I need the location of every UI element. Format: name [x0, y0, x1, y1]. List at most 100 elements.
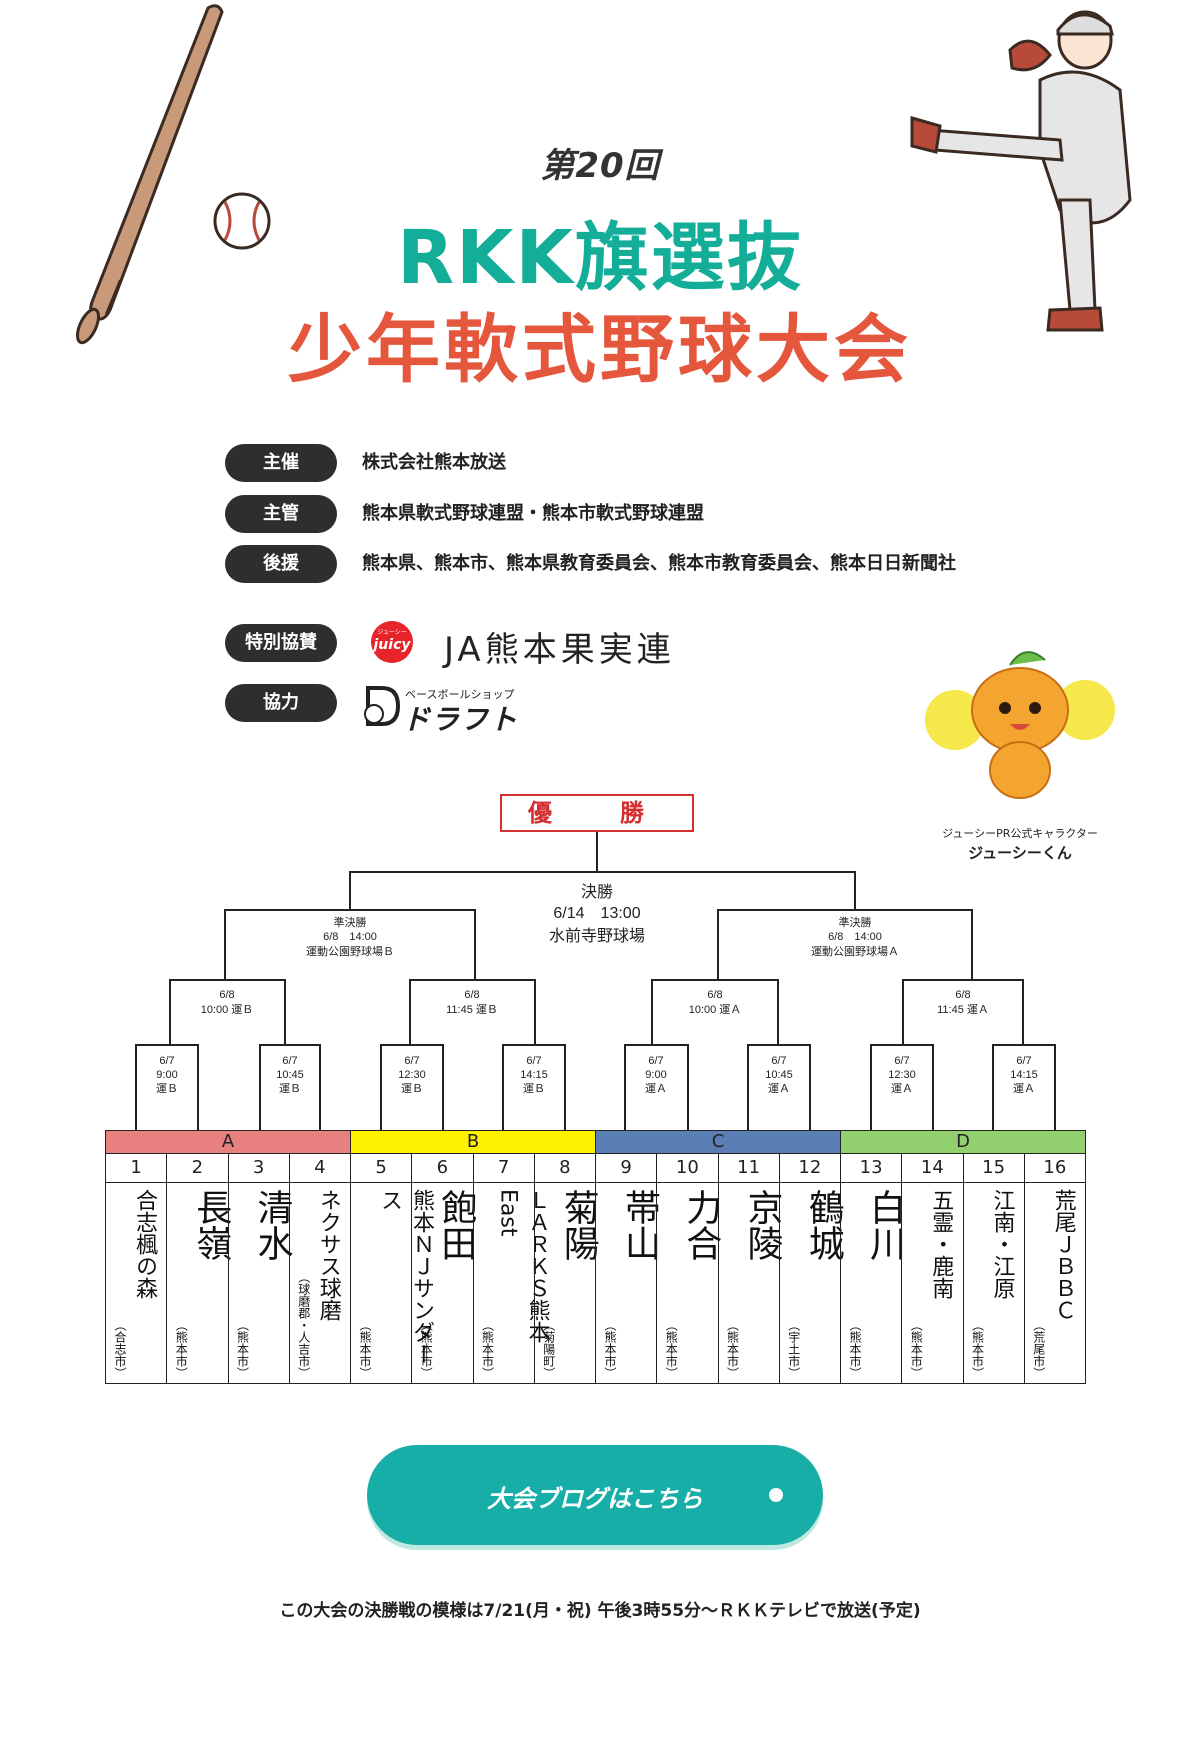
page-title-line2: 少年軟式野球大会	[288, 307, 912, 393]
svg-text:6/7: 6/7	[282, 1055, 297, 1067]
svg-text:運Ｂ: 運Ｂ	[523, 1082, 545, 1095]
team-city: （球磨郡・人吉市）	[296, 1271, 311, 1379]
organizer-label: 主催	[225, 444, 337, 482]
team-city: （熊本市）	[725, 1319, 740, 1379]
team-name: 白川	[864, 1189, 905, 1261]
cooperation-label: 協力	[225, 684, 337, 722]
mascot-caption: ジューシーPR公式キャラクター	[942, 827, 1098, 840]
team-name: 帯山	[619, 1189, 660, 1261]
team-city: （熊本市）	[174, 1319, 189, 1379]
svg-text:6/7: 6/7	[404, 1055, 419, 1067]
blog-button-label[interactable]: 大会ブログはこちら	[487, 1485, 703, 1513]
page-title-line1: RKK旗選抜	[397, 215, 803, 301]
team-name: ネクサス球磨	[315, 1189, 341, 1321]
team-number: 10	[656, 1153, 719, 1183]
blog-button[interactable]	[367, 1445, 823, 1545]
svg-text:9:00: 9:00	[645, 1069, 666, 1081]
team-city: （合志市）	[113, 1319, 127, 1379]
team-cell: 飽田 （熊本市）	[411, 1182, 476, 1384]
first-round-labels: 6/7 9:00 運Ｂ 6/7 10:45 運Ｂ 6/7 12:30 運Ｂ 6/…	[156, 1055, 1038, 1095]
draft-logo-icon	[364, 686, 401, 726]
draft-logo-name: ドラフト	[402, 703, 519, 736]
sponsor-name: JA熊本果実連	[444, 630, 675, 670]
decorations	[75, 4, 1132, 345]
team-cell: 熊本ＮＪサンダース（熊本市）	[350, 1182, 434, 1384]
team-cell: 菊陽（菊陽町）	[533, 1182, 599, 1384]
support-value: 熊本県、熊本市、熊本県教育委員会、熊本市教育委員会、熊本日日新聞社	[362, 553, 956, 574]
team-cell: 五霊・鹿南 （熊本市）	[901, 1182, 964, 1384]
team-name: 鶴城	[802, 1189, 844, 1261]
team-cell: 京陵 （熊本市）	[717, 1182, 783, 1384]
team-city: （熊本市）	[603, 1319, 617, 1379]
svg-text:12:30: 12:30	[398, 1069, 426, 1081]
team-city: （熊本市）	[358, 1319, 372, 1379]
mascot-illustration	[925, 651, 1115, 799]
quarter-date: 6/8	[219, 989, 234, 1001]
team-cell: 長嶺 （熊本市）	[166, 1182, 231, 1384]
team-city: （熊本市）	[419, 1319, 434, 1379]
quarter-time-venue: 10:00 運Ｂ	[201, 1003, 254, 1016]
team-number: 7	[472, 1153, 535, 1183]
final-label: 決勝	[581, 883, 613, 901]
team-number: 16	[1023, 1153, 1086, 1183]
svg-text:12:30: 12:30	[888, 1069, 916, 1081]
svg-text:運Ｂ: 運Ｂ	[156, 1082, 178, 1095]
team-city: （熊本市）	[664, 1319, 679, 1379]
final-datetime: 6/14 13:00	[553, 905, 640, 922]
team-name: 五霊・鹿南	[928, 1189, 954, 1299]
group-c-header: C	[595, 1130, 841, 1154]
team-name: 長嶺	[190, 1189, 232, 1261]
team-name: 江南・江原	[989, 1189, 1015, 1299]
team-city: （熊本市）	[909, 1319, 924, 1379]
svg-text:10:45: 10:45	[765, 1069, 793, 1081]
team-name: 熊本ＮＪサンダース	[377, 1189, 434, 1365]
team-cell: 帯山 （熊本市）	[595, 1182, 660, 1384]
team-number: 11	[717, 1153, 780, 1183]
team-name: 合志楓の森	[132, 1189, 157, 1299]
team-name: 荒尾ＪＢＢＣ	[1050, 1189, 1076, 1321]
svg-text:運Ａ: 運Ａ	[1013, 1082, 1035, 1095]
semi-venue: 運動公園野球場Ａ	[811, 944, 899, 958]
team-number: 14	[901, 1153, 964, 1183]
svg-text:運Ａ: 運Ａ	[891, 1082, 913, 1095]
team-cell: 清水 （熊本市）	[227, 1182, 293, 1384]
svg-text:運Ａ: 運Ａ	[645, 1082, 667, 1095]
team-number: 4	[288, 1153, 351, 1183]
team-city: （熊本市）	[480, 1319, 495, 1379]
team-cell: ＬＡＲＫＳ熊本East（熊本市）	[472, 1182, 550, 1384]
quarter-date: 6/8	[955, 989, 970, 1001]
svg-text:6/7: 6/7	[648, 1055, 663, 1067]
svg-text:ジューシー: ジューシー	[377, 629, 406, 636]
group-b-header: B	[350, 1130, 596, 1154]
team-city: （熊本市）	[970, 1319, 985, 1379]
bat-icon	[75, 4, 224, 345]
team-cell: 合志楓の森 （合志市）	[105, 1182, 168, 1384]
draft-logo-subtitle: ベースボールショップ	[405, 688, 515, 701]
team-city: （熊本市）	[235, 1319, 250, 1379]
svg-text:6/7: 6/7	[1016, 1055, 1031, 1067]
team-cell: 力合 （熊本市）	[656, 1182, 721, 1384]
svg-text:運Ｂ: 運Ｂ	[279, 1082, 301, 1095]
svg-text:6/7: 6/7	[771, 1055, 786, 1067]
broadcast-note: この大会の決勝戦の模様は7/21(月・祝) 午後3時55分～ＲＫＫテレビで放送(…	[279, 1601, 921, 1621]
team-cell: 鶴城（宇土市）	[778, 1182, 844, 1384]
semi-venue: 運動公園野球場Ｂ	[306, 944, 394, 958]
team-number: 13	[840, 1153, 903, 1183]
team-number: 2	[166, 1153, 229, 1183]
final-venue: 水前寺野球場	[549, 927, 645, 945]
team-cell: ネクサス球磨 （球磨郡・人吉市）	[288, 1182, 351, 1384]
edition-label: 第20回	[540, 146, 660, 186]
bullet-icon	[769, 1488, 783, 1502]
svg-text:運Ａ: 運Ａ	[768, 1082, 790, 1095]
team-cell: 白川（熊本市）	[840, 1182, 905, 1384]
quarter-time-venue: 11:45 運Ａ	[937, 1003, 989, 1016]
team-name: 清水	[251, 1189, 293, 1261]
svg-text:14:15: 14:15	[520, 1069, 548, 1081]
semi-label: 準決勝	[334, 915, 367, 929]
baseball-icon	[213, 192, 271, 250]
team-name: 飽田	[435, 1189, 477, 1261]
team-name: 力合	[680, 1189, 722, 1261]
svg-text:10:45: 10:45	[276, 1069, 304, 1081]
team-name: ＬＡＲＫＳ熊本East	[495, 1189, 550, 1343]
team-name: 京陵	[741, 1189, 783, 1261]
